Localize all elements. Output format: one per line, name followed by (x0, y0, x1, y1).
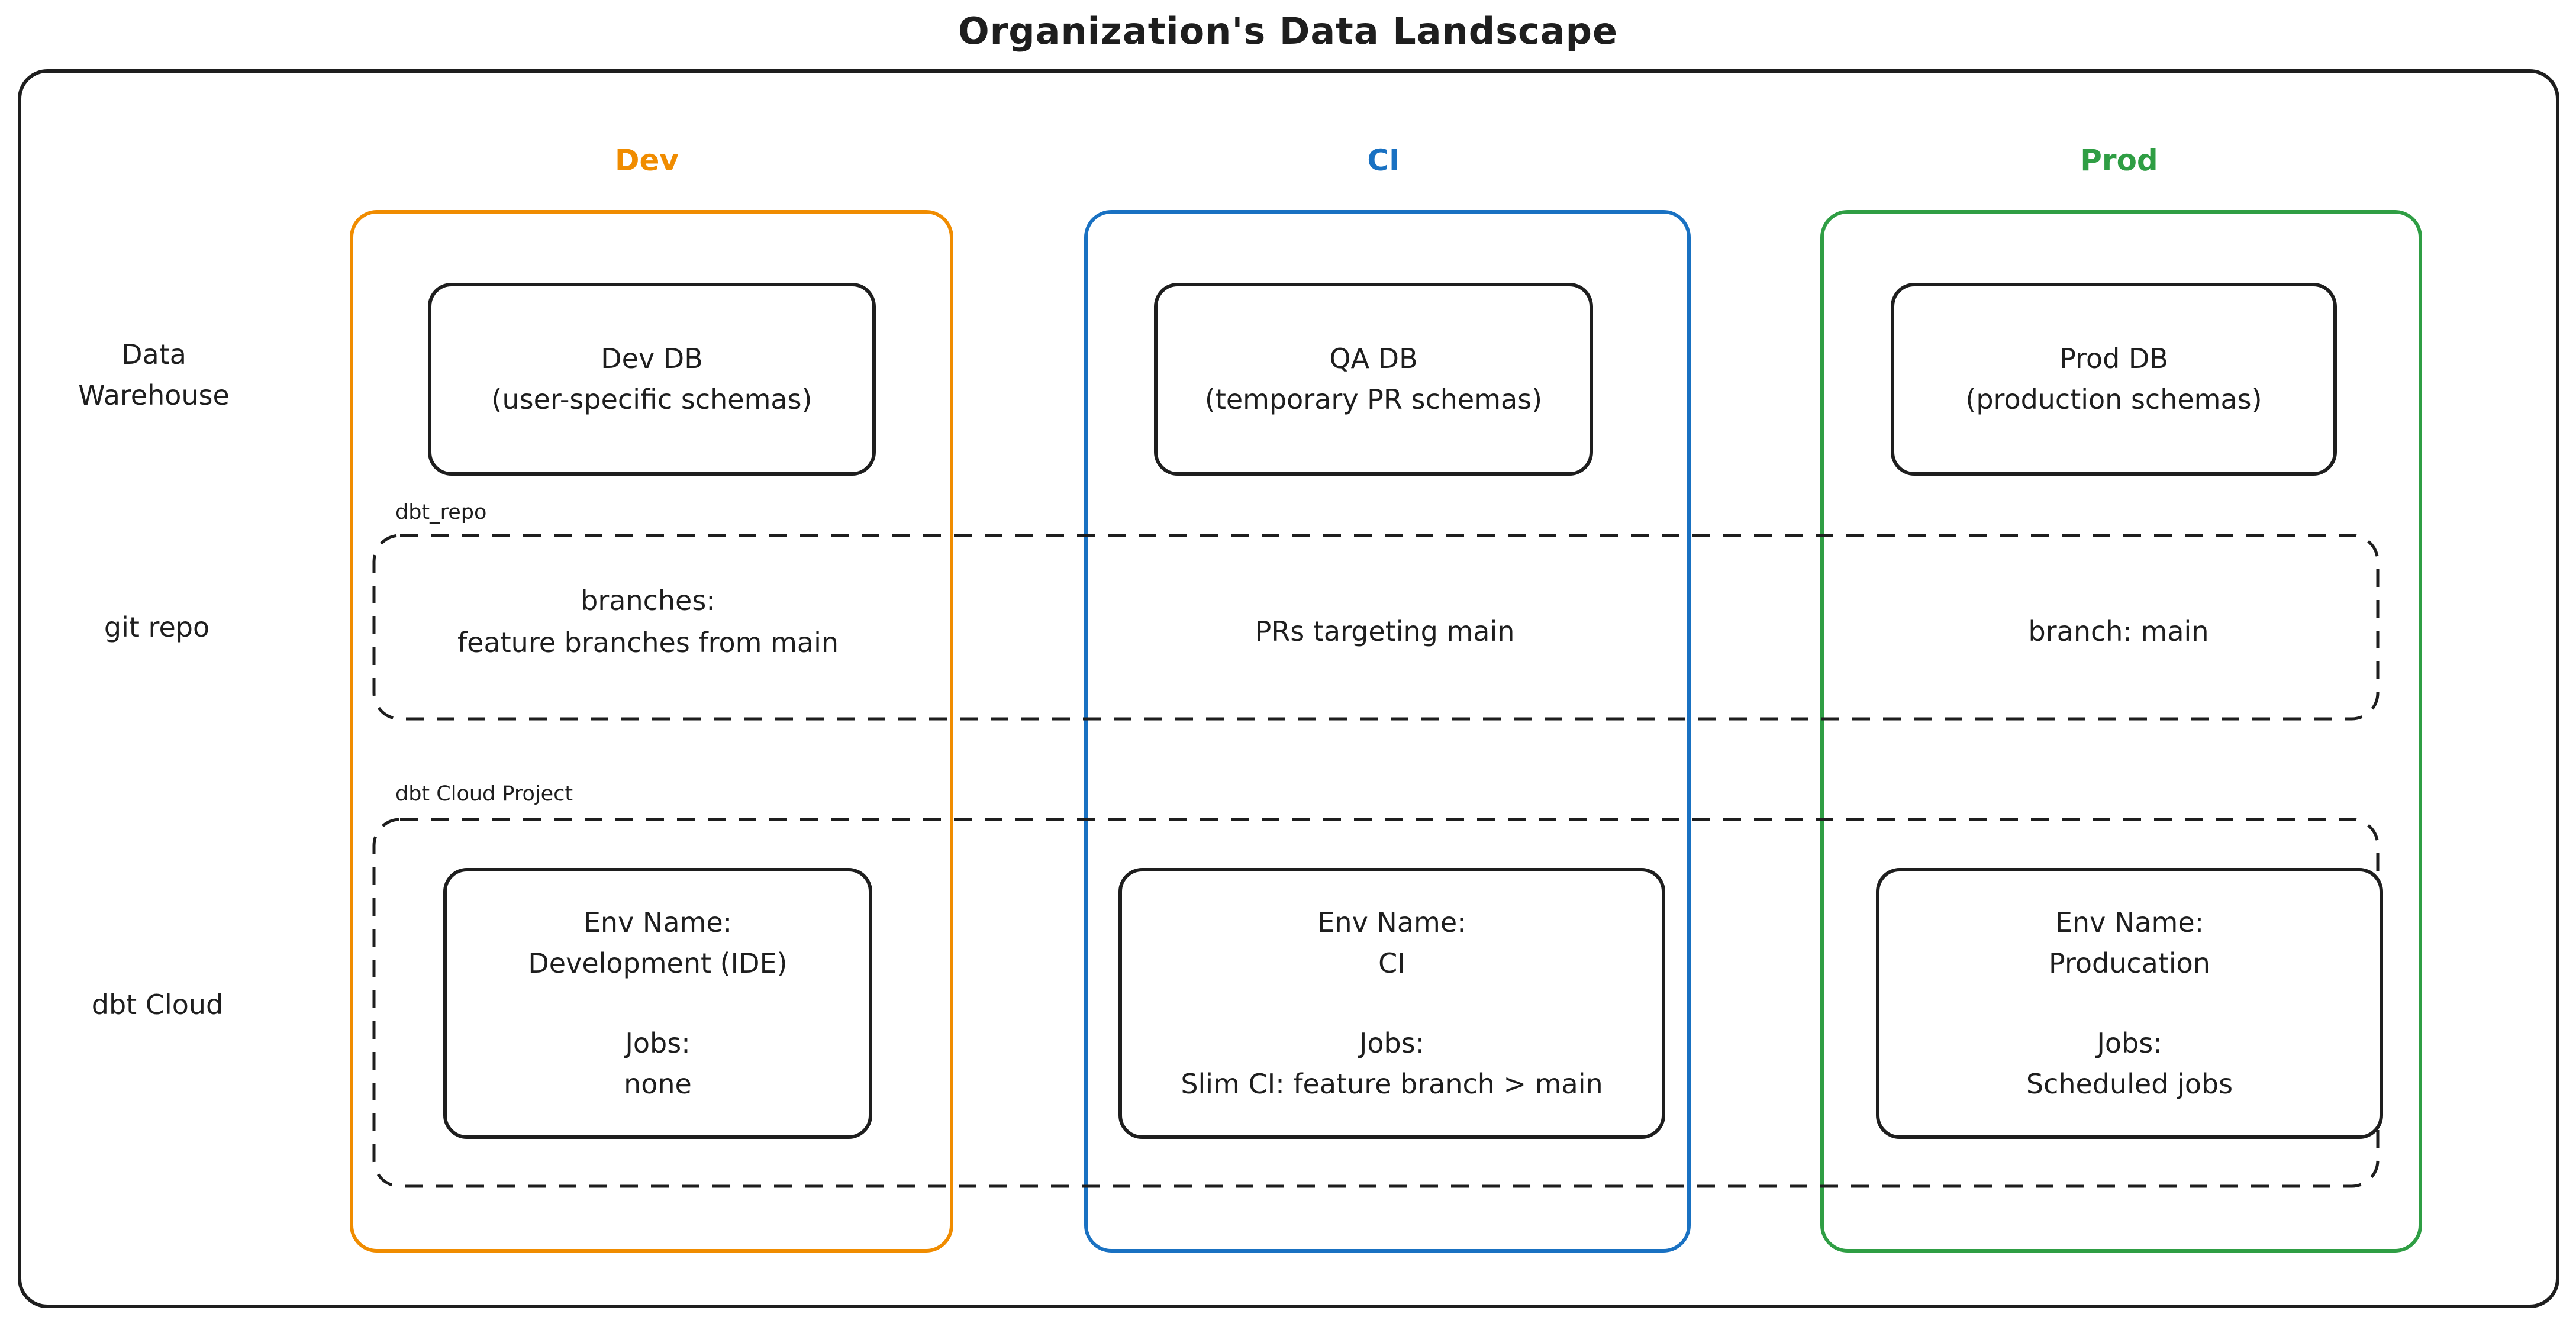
git-repo-dev-text: branches: feature branches from main (364, 580, 932, 664)
row-label-data-warehouse: Data Warehouse (30, 334, 278, 416)
row-label-git-repo: git repo (104, 611, 210, 643)
column-box-dev (350, 210, 953, 1253)
dbt-cloud-project-label: dbt Cloud Project (395, 782, 573, 806)
node-qa-db: QA DB (temporary PR schemas) (1154, 283, 1593, 476)
column-header-dev: Dev (614, 143, 679, 177)
column-header-ci: CI (1367, 143, 1400, 177)
dev-db-subtitle: (user-specific schemas) (491, 383, 813, 415)
env-dev-jobs-value: none (624, 1068, 692, 1100)
node-env-ci: Env Name: CI Jobs: Slim CI: feature bran… (1118, 868, 1665, 1139)
node-prod-db: Prod DB (production schemas) (1891, 283, 2337, 476)
qa-db-title: QA DB (1329, 343, 1418, 375)
page-title: Organization's Data Landscape (957, 9, 1619, 53)
row-label-data-warehouse-line1: Data (121, 338, 186, 370)
column-header-prod: Prod (2080, 143, 2158, 177)
git-repo-ci-text: PRs targeting main (1255, 615, 1515, 647)
prod-db-subtitle: (production schemas) (1965, 383, 2262, 415)
env-prod-name-value: Producation (2049, 947, 2210, 979)
env-prod-jobs-value: Scheduled jobs (2026, 1068, 2233, 1100)
column-box-ci (1084, 210, 1691, 1253)
dbt-repo-label: dbt_repo (395, 501, 487, 524)
env-prod-name-label: Env Name: (2055, 906, 2204, 938)
env-dev-jobs-label: Jobs: (625, 1027, 691, 1059)
outer-frame (18, 69, 2559, 1308)
dev-db-title: Dev DB (601, 343, 703, 375)
node-env-prod: Env Name: Producation Jobs: Scheduled jo… (1876, 868, 2383, 1139)
env-dev-name-label: Env Name: (583, 906, 733, 938)
node-env-dev: Env Name: Development (IDE) Jobs: none (443, 868, 872, 1139)
qa-db-subtitle: (temporary PR schemas) (1204, 383, 1543, 415)
env-dev-name-value: Development (IDE) (528, 947, 788, 979)
git-repo-prod-text: branch: main (2028, 615, 2209, 647)
env-ci-jobs-value: Slim CI: feature branch > main (1181, 1068, 1603, 1100)
column-box-prod (1820, 210, 2422, 1253)
row-label-data-warehouse-line2: Warehouse (78, 379, 230, 411)
row-label-dbt-cloud: dbt Cloud (91, 989, 224, 1021)
git-repo-dev-line1: branches: (581, 585, 715, 616)
env-ci-name-value: CI (1378, 947, 1405, 979)
node-dev-db: Dev DB (user-specific schemas) (428, 283, 876, 476)
env-ci-jobs-label: Jobs: (1359, 1027, 1425, 1059)
prod-db-title: Prod DB (2059, 343, 2168, 375)
env-ci-name-label: Env Name: (1317, 906, 1466, 938)
env-prod-jobs-label: Jobs: (2097, 1027, 2162, 1059)
git-repo-dev-line2: feature branches from main (457, 627, 839, 659)
